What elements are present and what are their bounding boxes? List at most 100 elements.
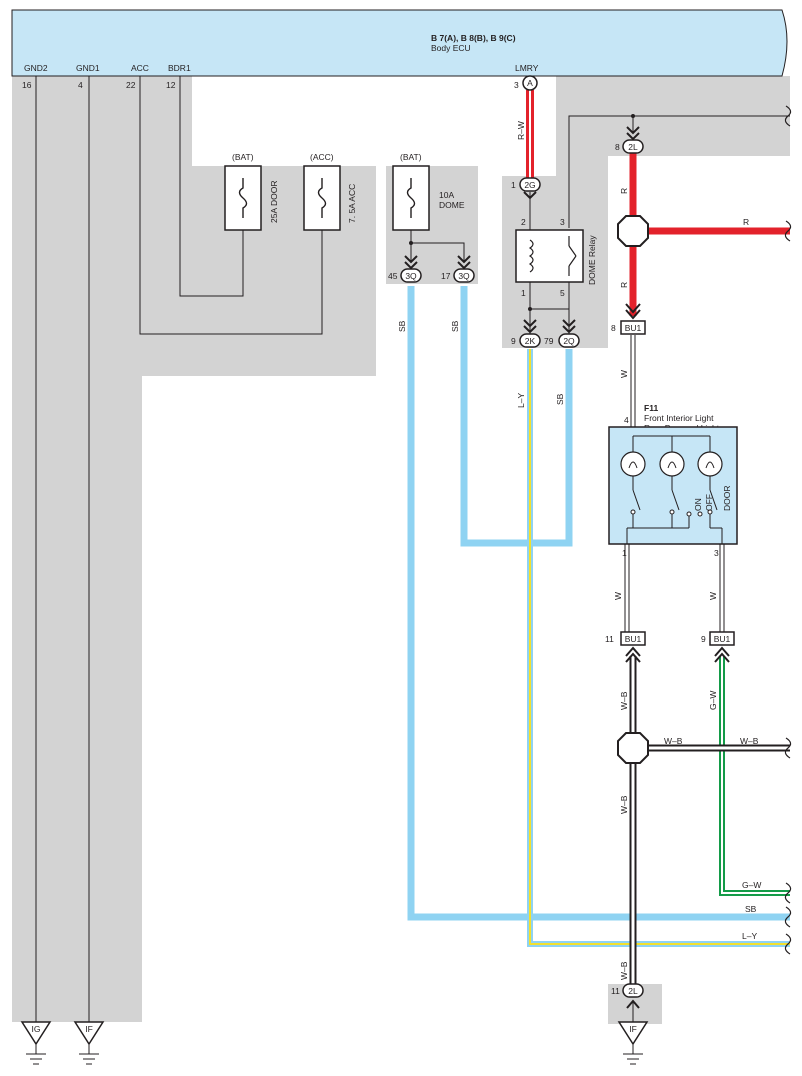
wire-g-w (719, 656, 790, 896)
wire-sb-main (407, 286, 790, 921)
connector-3Q-17: 3Q 17 (441, 255, 475, 283)
junction-dot (409, 241, 413, 245)
connector-2L-bottom-pin: 11 (611, 986, 620, 996)
relay-box (515, 229, 584, 283)
fuse-10a-dome: (BAT) 10A DOME (392, 152, 465, 262)
pin-label-acc: ACC (131, 63, 149, 73)
body-ecu-title: B 7(A), B 8(B), B 9(C) (431, 33, 516, 43)
pin-label-gnd1: GND1 (76, 63, 100, 73)
white-wires (568, 114, 790, 984)
ground-if-label: IF (85, 1024, 93, 1034)
ground-ig-label: IG (32, 1024, 41, 1034)
wire-continuation-marks (784, 105, 792, 955)
pin-label-gnd2: GND2 (24, 63, 48, 73)
connector-3Q-45-code: 3Q (405, 271, 417, 281)
wire-label-w-b-1: W–B (619, 691, 629, 710)
pin-number-3: 3 (514, 80, 519, 90)
light-bulb-icon (659, 451, 685, 477)
fuse-door-source: (BAT) (232, 152, 254, 162)
wire-label-l-y-out: L–Y (742, 931, 757, 941)
ground-if-icon: IF (73, 1021, 105, 1065)
connectors: A 2G 1 2L 8 3Q 45 3Q 17 (388, 75, 735, 1022)
wire-label-l-y-1: L–Y (516, 393, 526, 408)
wire-sb-relay (460, 286, 573, 547)
connector-2Q-pin: 79 (544, 336, 554, 346)
light-pin-4: 4 (624, 415, 629, 425)
relay-coil-icon (528, 239, 534, 273)
fuse-door-symbol-icon (238, 178, 248, 218)
connector-BU1-8-code: BU1 (625, 323, 642, 333)
wire-label-w-2: W (613, 592, 623, 600)
ground-if-right-label: IF (629, 1024, 637, 1034)
light-bulb-icon (697, 451, 723, 477)
connector-2G: 2G 1 (511, 177, 541, 200)
light-box (608, 426, 738, 545)
body-ecu-box (11, 9, 788, 77)
wire-label-sb-2: SB (450, 320, 460, 332)
fuse-dome-source: (BAT) (400, 152, 422, 162)
fuse-door-name: 25A DOOR (269, 180, 279, 223)
connector-2G-code: 2G (524, 180, 535, 190)
wire-label-w-b-4: W–B (619, 795, 629, 814)
relay-name: DOME Relay (587, 235, 597, 285)
wire-label-w-3: W (708, 592, 718, 600)
connector-3Q-45: 3Q 45 (388, 255, 422, 283)
connector-2G-pin: 1 (511, 180, 516, 190)
body-ecu: B 7(A), B 8(B), B 9(C) Body ECU GND2 GND… (11, 9, 788, 90)
wire-labels: R–W R R R SB SB SB L–Y W W W W–B W–B W–B… (397, 121, 761, 980)
ecu-ground-panel (12, 76, 376, 1022)
connector-2L-top-code: 2L (628, 142, 638, 152)
wire-bdr1 (179, 76, 244, 297)
dome-relay: 2 3 1 5 DOME Relay (515, 192, 597, 336)
connector-2K-code: 2K (525, 336, 536, 346)
light-name-1: Front Interior Light (644, 413, 714, 423)
wire-relay-feed (568, 115, 790, 228)
body-ecu-name: Body ECU (431, 43, 471, 53)
ground-ig-icon: IG (20, 1021, 52, 1065)
connector-BU1-11: BU1 11 (605, 631, 646, 663)
pin-label-bdr1: BDR1 (168, 63, 191, 73)
wire-label-g-w-2: G–W (742, 880, 761, 890)
fuse-acc-name: 7. 5A ACC (347, 184, 357, 223)
fuse-7-5a-acc: (ACC) 7. 5A ACC (303, 152, 357, 231)
fuse-dome-symbol-icon (406, 178, 416, 218)
wire-label-sb-1: SB (397, 320, 407, 332)
fuse-dome-name: DOME (439, 200, 465, 210)
relay-pin-5: 5 (560, 288, 565, 298)
connector-2Q-code: 2Q (563, 336, 575, 346)
wire-label-r-3: R (619, 282, 629, 288)
connector-a-label: A (527, 78, 533, 88)
connector-2L-top-pin: 8 (615, 142, 620, 152)
wire-label-w-1: W (619, 370, 629, 378)
pin-number-22: 22 (126, 80, 136, 90)
fuse-acc-source: (ACC) (310, 152, 334, 162)
connector-2K: 2K 9 (511, 319, 541, 348)
light-pin-3: 3 (714, 548, 719, 558)
connector-2Q: 2Q 79 (544, 319, 580, 348)
connector-BU1-9-code: BU1 (714, 634, 731, 644)
connector-BU1-8-pin: 8 (611, 323, 616, 333)
connector-3Q-17-pin: 17 (441, 271, 451, 281)
connector-2L-bottom: 2L 11 (611, 983, 644, 1022)
light-bulb-icon (620, 451, 646, 477)
wire-label-w-b-3: W–B (740, 736, 759, 746)
connector-3Q-45-pin: 45 (388, 271, 398, 281)
light-id: F11 (644, 403, 658, 413)
wire-label-w-b-5: W–B (619, 961, 629, 980)
switch-off-label: OFF (704, 494, 714, 511)
fuse-25a-door: (BAT) 25A DOOR (224, 152, 279, 231)
connector-3Q-17-code: 3Q (458, 271, 470, 281)
connector-BU1-9: BU1 9 (701, 631, 735, 663)
relay-switch-icon (568, 255, 577, 267)
wire-label-sb-out: SB (745, 904, 757, 914)
connector-2K-pin: 9 (511, 336, 516, 346)
wire-label-r-2: R (743, 217, 749, 227)
wire-acc (139, 76, 323, 335)
connector-2L-bottom-code: 2L (628, 986, 638, 996)
wire-label-r-1: R (619, 188, 629, 194)
pin-label-lmry: LMRY (515, 63, 539, 73)
pin-number-4: 4 (78, 80, 83, 90)
wire-label-sb-3: SB (555, 393, 565, 405)
splice-red (617, 215, 649, 247)
